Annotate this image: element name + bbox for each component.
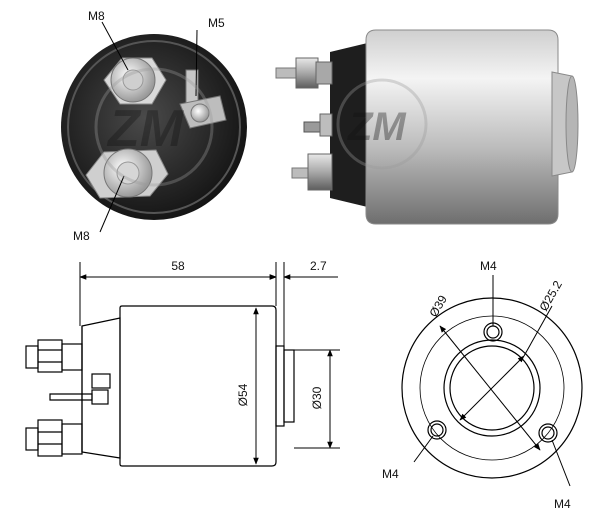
label-hole-left: M4 <box>382 467 399 481</box>
leader-hole-left <box>413 435 434 463</box>
watermark-text: ZM <box>347 105 407 149</box>
side-stud-top <box>25 339 83 373</box>
solenoid-body <box>365 29 559 225</box>
watermark-logo: ZM <box>94 67 214 187</box>
side-terminal-mid <box>49 373 111 405</box>
m8-stud-bottom <box>85 148 169 199</box>
callout-line <box>99 175 125 233</box>
dim-pcd-line <box>439 325 541 451</box>
label-pcd: Ø39 <box>426 293 450 320</box>
side-body-outline <box>119 305 277 467</box>
callout-m8-top: M8 <box>88 9 105 23</box>
watermark-logo-2: ZM <box>336 78 428 170</box>
label-bore: Ø25.2 <box>536 278 565 314</box>
flange-dimensions <box>413 275 571 487</box>
side-flange <box>275 345 285 427</box>
label-hole-top: M4 <box>480 259 497 273</box>
side-stud-bottom <box>25 419 83 457</box>
flange-outer <box>401 297 583 479</box>
m5-terminal <box>179 69 227 129</box>
side-drawing <box>25 305 295 467</box>
watermark-text: ZM <box>106 100 185 158</box>
callout-line <box>101 21 129 71</box>
stud-top-side <box>275 57 333 89</box>
callout-m8-bottom: M8 <box>73 229 90 243</box>
dim-length-label: 58 <box>171 259 185 273</box>
side-view-photo <box>275 29 579 225</box>
label-hole-right: M4 <box>554 497 571 511</box>
dim-bore-line <box>459 355 525 421</box>
stud-bottom-side <box>291 153 333 191</box>
m8-stud-top <box>103 57 167 105</box>
side-nose <box>283 349 295 423</box>
flange-pcd-circle <box>419 315 565 461</box>
side-dimensions <box>79 262 340 465</box>
dim-diameter-label: Ø54 <box>236 383 250 406</box>
dim-nose-label: Ø30 <box>310 386 324 409</box>
end-view-photo: M8 M5 M8 <box>61 9 247 243</box>
dim-flange-label: 2.7 <box>310 259 327 273</box>
terminal-mid-side <box>303 113 333 137</box>
callout-m5: M5 <box>208 16 225 30</box>
leader-hole-right <box>551 439 571 487</box>
callout-line <box>195 29 198 97</box>
